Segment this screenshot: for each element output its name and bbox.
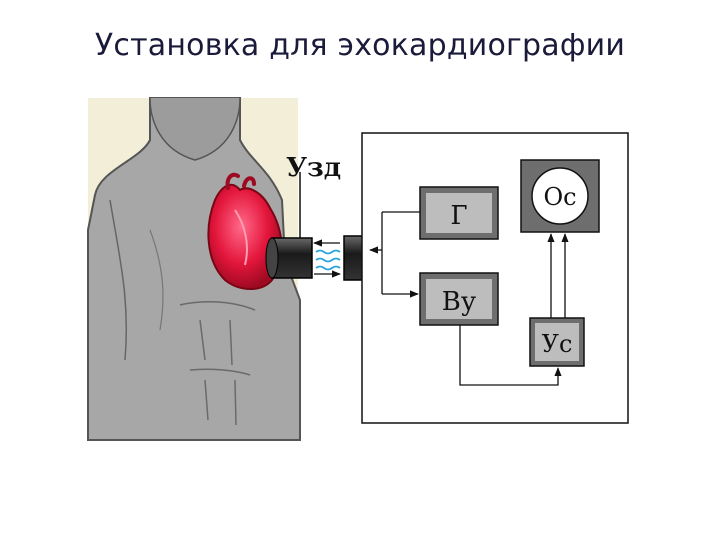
page-title: Установка для эхокардиографии [94,28,626,63]
input-amplifier-block: Ву [419,272,499,326]
oscilloscope-block: Ос [520,159,600,233]
signal-amplifier-block: Ус [529,317,585,367]
torso-figure [87,97,301,441]
signal-paths [369,211,569,386]
signal-amplifier-label: Ус [542,330,573,358]
oscilloscope-label: Ос [543,183,576,211]
generator-block: Г [419,186,499,240]
ultrasound-waves [313,239,341,278]
generator-label: Г [450,201,467,231]
input-amplifier-label: Ву [442,287,476,317]
ultrasound-transducer [265,235,367,281]
transducer-label: Узд [286,153,341,183]
